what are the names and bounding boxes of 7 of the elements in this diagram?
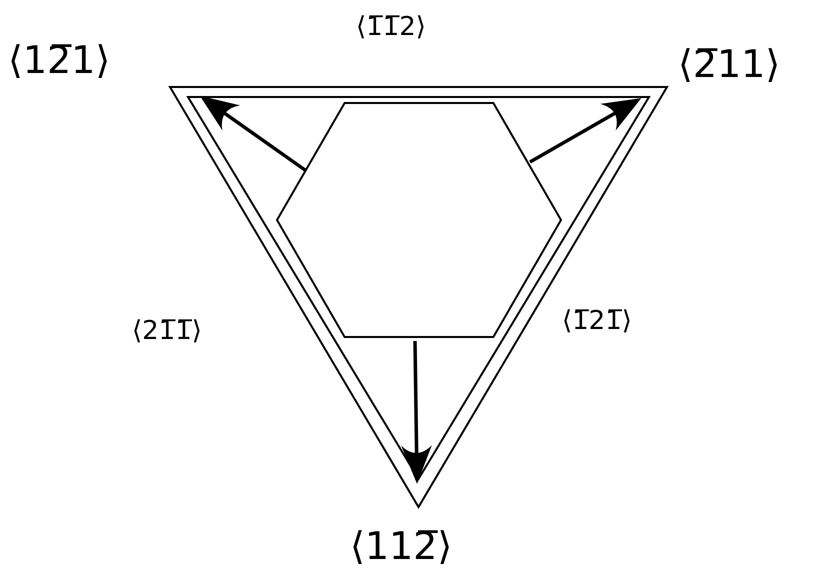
- direction-label: ⟨2̅11⟩: [678, 42, 780, 88]
- direction-label: ⟨1̅21̅⟩: [562, 306, 632, 338]
- direction-label: ⟨12̅1⟩: [8, 38, 110, 84]
- direction-label: ⟨21̅1̅⟩: [132, 316, 202, 348]
- hexagon-outline: [276, 102, 562, 338]
- direction-label: ⟨112̅⟩: [350, 524, 452, 570]
- direction-label: ⟨1̅1̅2⟩: [356, 12, 426, 44]
